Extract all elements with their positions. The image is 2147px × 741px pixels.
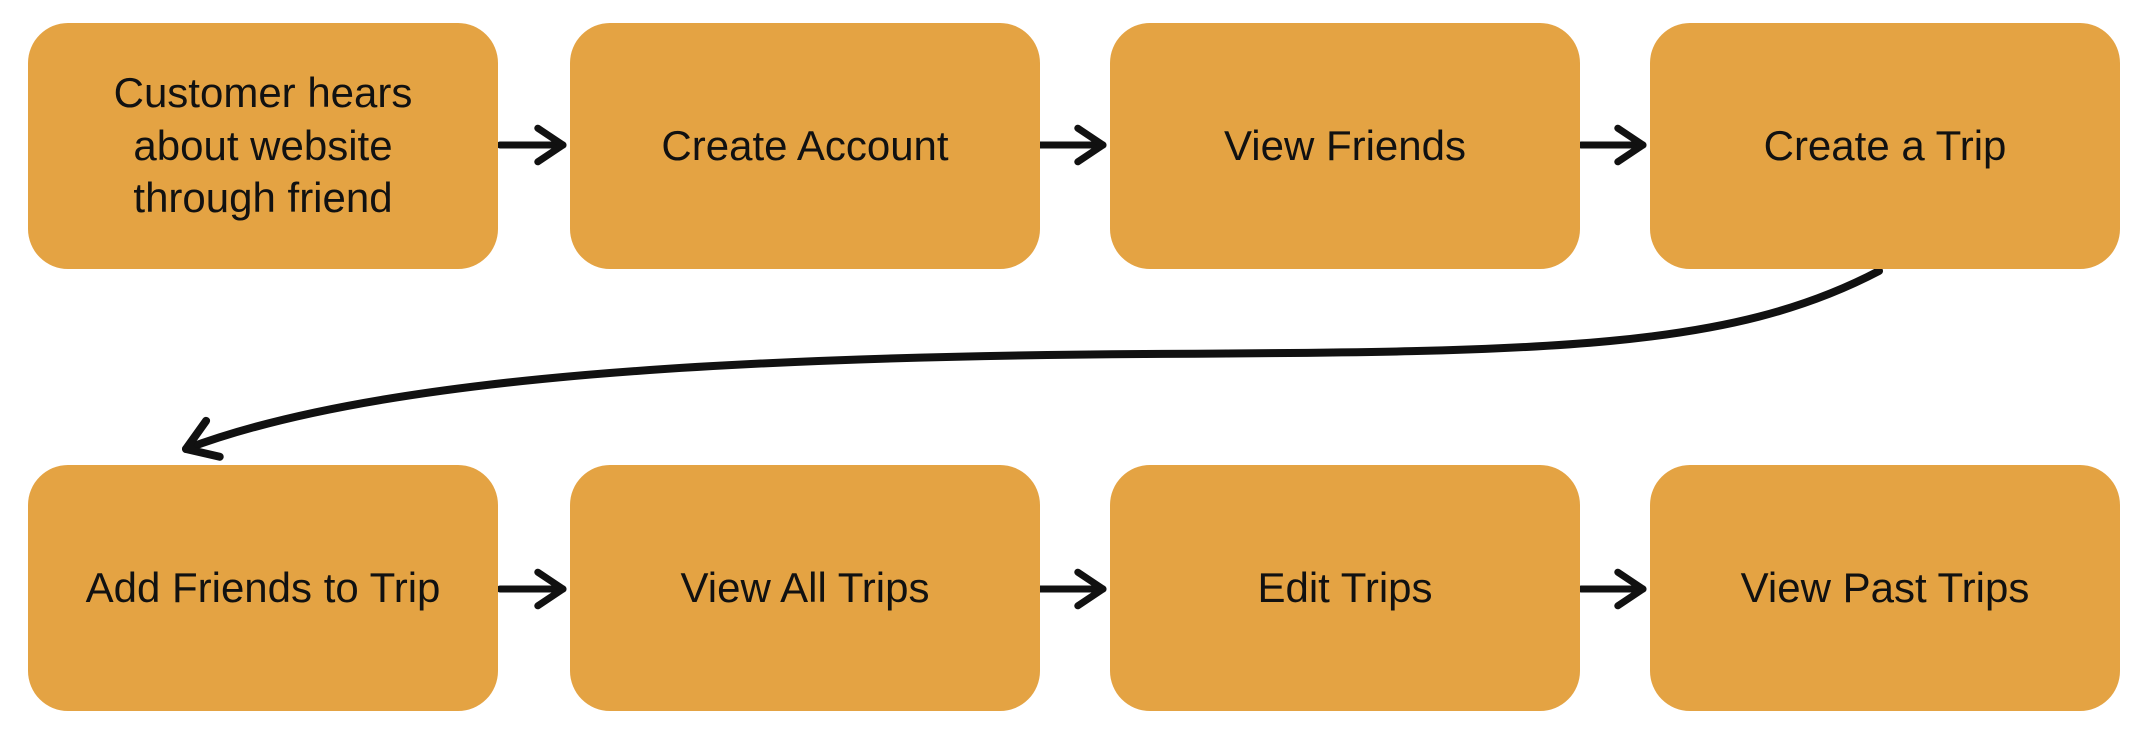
node-label: Create Account xyxy=(661,121,949,169)
node-add-friends-to-trip[interactable]: Add Friends to Trip xyxy=(28,465,498,711)
node-view-past-trips[interactable]: View Past Trips xyxy=(1650,465,2120,711)
node-create-account[interactable]: Create Account xyxy=(570,23,1040,269)
node-label: Edit Trips xyxy=(1257,563,1433,611)
arrow-create-a-trip-to-add-friends[interactable] xyxy=(181,267,1883,461)
node-view-all-trips[interactable]: View All Trips xyxy=(570,465,1040,711)
node-customer-hears[interactable]: Customer hears about website through fri… xyxy=(28,23,498,269)
node-label: View All Trips xyxy=(680,563,930,611)
node-label: Add Friends to Trip xyxy=(85,563,441,611)
node-label: Customer hears about website through fri… xyxy=(113,68,413,222)
node-label: Create a Trip xyxy=(1763,121,2007,169)
node-view-friends[interactable]: View Friends xyxy=(1110,23,1580,269)
node-label: View Friends xyxy=(1224,121,1466,169)
node-create-a-trip[interactable]: Create a Trip xyxy=(1650,23,2120,269)
node-label: View Past Trips xyxy=(1740,563,2030,611)
node-edit-trips[interactable]: Edit Trips xyxy=(1110,465,1580,711)
